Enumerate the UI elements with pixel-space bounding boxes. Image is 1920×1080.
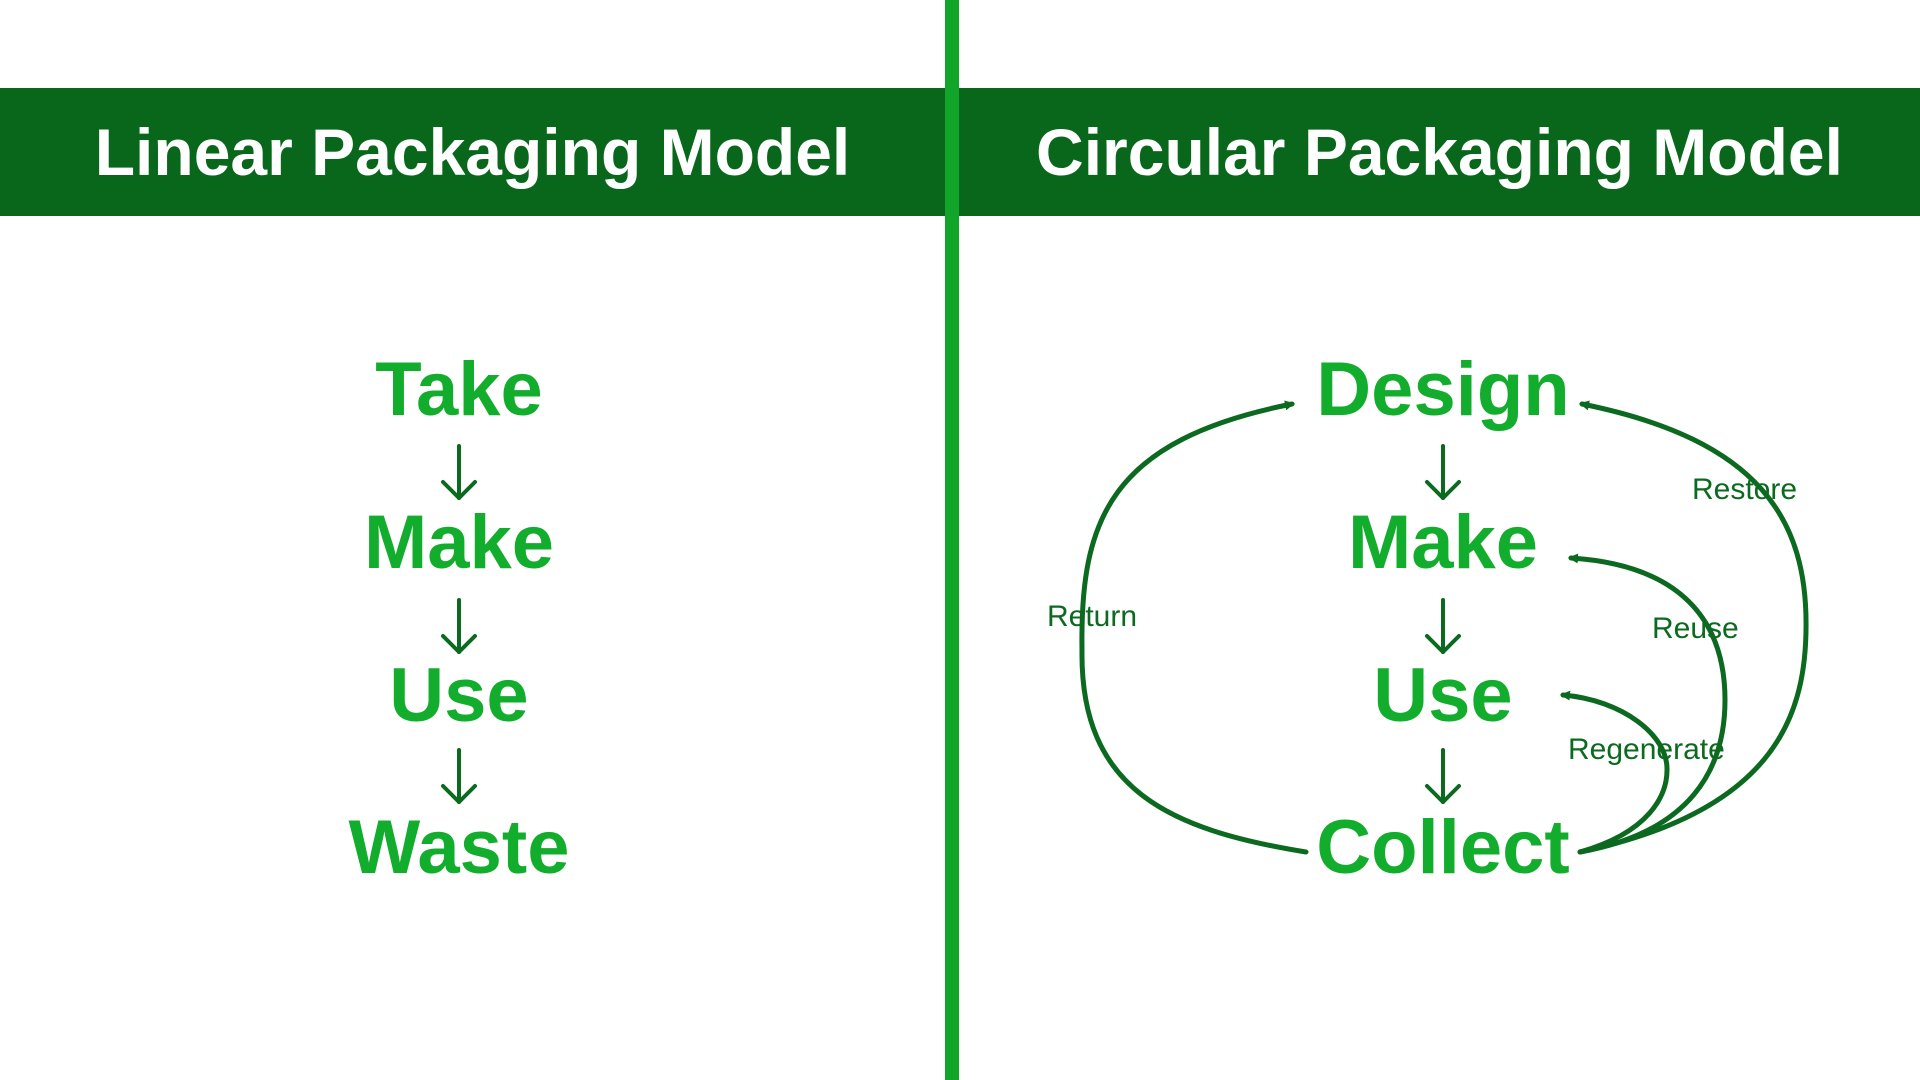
down-arrow-icon <box>1425 598 1461 654</box>
down-arrow-icon <box>1425 444 1461 500</box>
down-arrow-icon <box>441 598 477 654</box>
circular-step-design: Design <box>1316 347 1570 432</box>
loop-arrows <box>1079 400 1809 855</box>
circular-step-use: Use <box>1373 653 1513 738</box>
restore-loop-icon <box>1577 400 1809 855</box>
return-loop-icon <box>1079 400 1309 855</box>
down-arrow-icon <box>1425 748 1461 804</box>
down-arrow-icon <box>441 748 477 804</box>
loop-label-reuse: Reuse <box>1652 612 1739 645</box>
panel-divider <box>945 0 959 1080</box>
regenerate-loop-icon <box>1560 690 1670 855</box>
linear-model-title: Linear Packaging Model <box>94 115 851 189</box>
down-arrow-icon <box>441 444 477 500</box>
circular-step-collect: Collect <box>1316 805 1570 890</box>
linear-step-use: Use <box>389 653 529 738</box>
header-band <box>0 88 1920 216</box>
linear-step-make: Make <box>363 500 555 585</box>
loop-label-return: Return <box>1047 600 1138 633</box>
linear-arrows <box>441 444 477 804</box>
linear-step-waste: Waste <box>348 805 570 890</box>
loop-label-restore: Restore <box>1692 473 1798 506</box>
loop-label-regenerate: Regenerate <box>1568 733 1725 766</box>
linear-step-take: Take <box>375 347 543 432</box>
reuse-loop-icon <box>1568 553 1728 855</box>
circular-arrows <box>1425 444 1461 804</box>
circular-step-make: Make <box>1347 500 1539 585</box>
circular-model-title: Circular Packaging Model <box>1036 115 1843 189</box>
